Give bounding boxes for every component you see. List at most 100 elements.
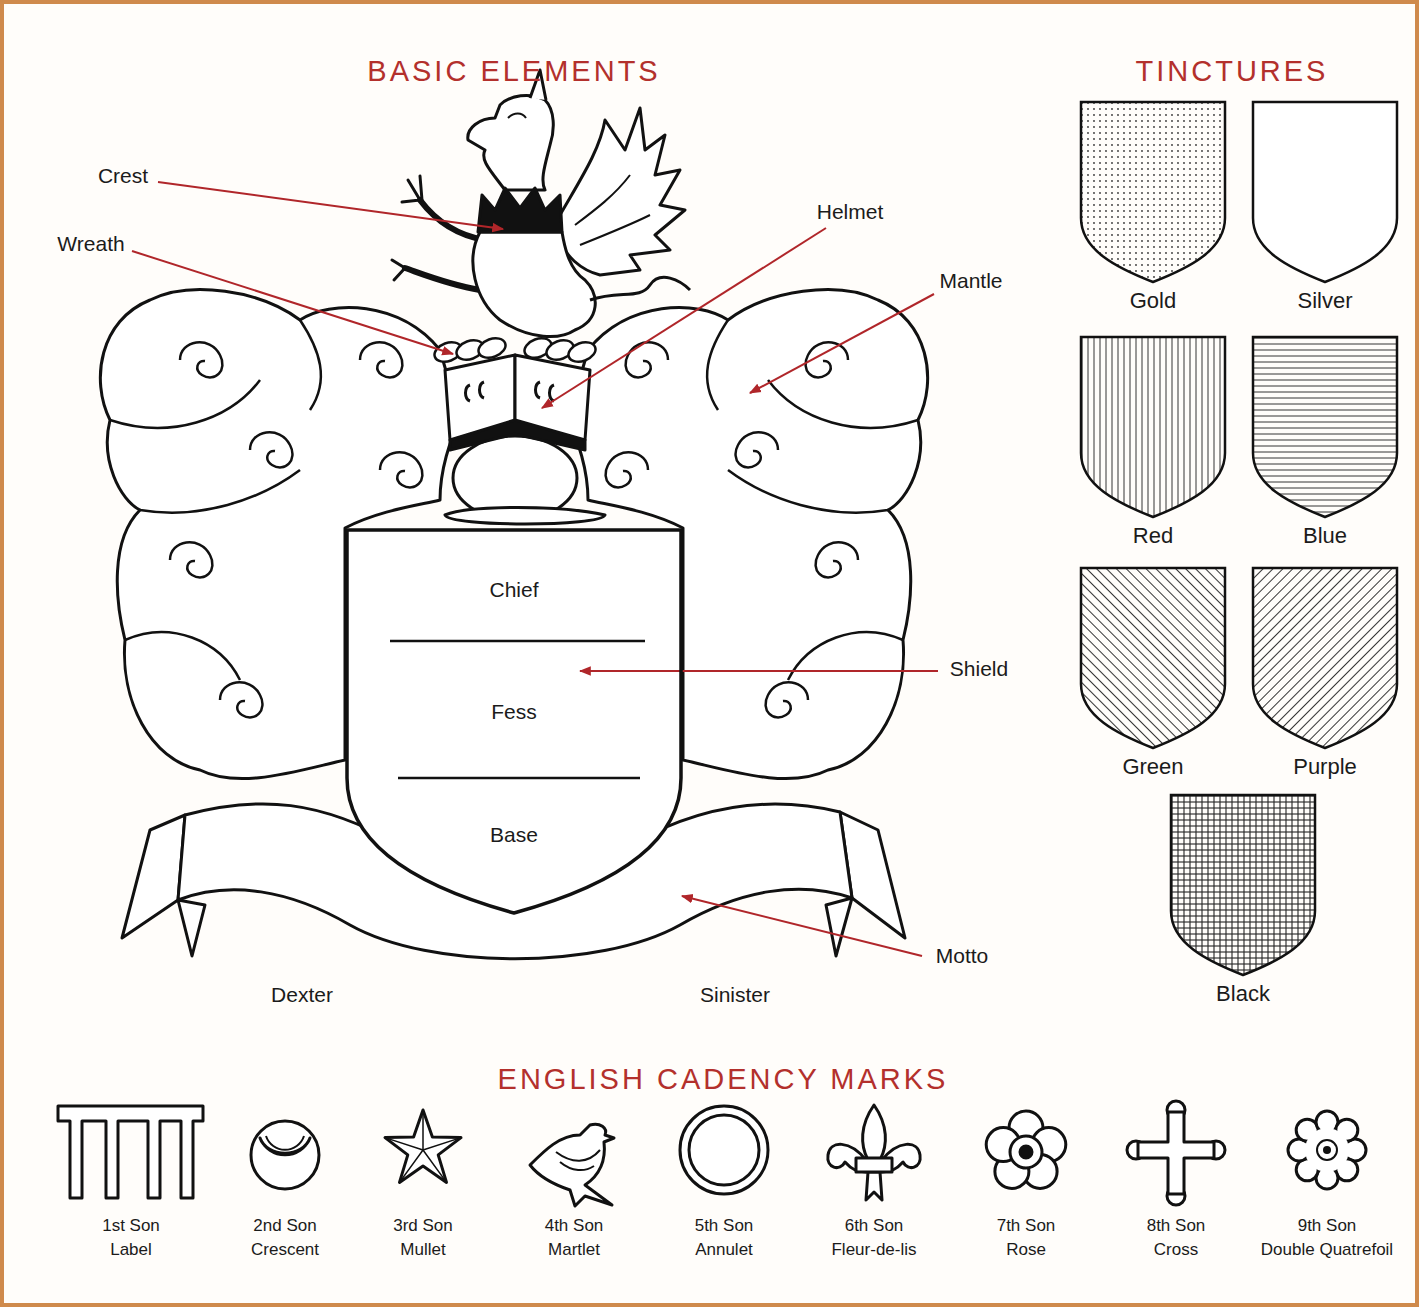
cadency-son: 7th Son <box>997 1216 1056 1236</box>
cadency-name: Rose <box>1006 1240 1046 1260</box>
griffin-crest <box>473 232 595 337</box>
tincture-name: Gold <box>1074 288 1232 313</box>
cadency-son: 3rd Son <box>393 1216 453 1236</box>
leader-line <box>682 896 922 956</box>
shield-zone-label: Fess <box>345 700 683 724</box>
mantle <box>300 320 321 410</box>
mantle <box>110 380 260 428</box>
tincture-name: Silver <box>1246 288 1404 313</box>
cadency-symbol <box>385 1110 461 1182</box>
shield-zone-label: Chief <box>345 578 683 602</box>
leader-line <box>132 251 453 354</box>
griffin-crest <box>478 188 562 232</box>
griffin-crest <box>590 277 690 300</box>
cadency-symbol <box>689 1115 759 1185</box>
leader-line <box>132 182 938 956</box>
griffin-crest <box>405 268 480 290</box>
cadency-symbol <box>856 1158 892 1172</box>
tincture-outline <box>1164 793 1322 979</box>
tincture-outline <box>1253 102 1397 282</box>
tincture-outline <box>1081 102 1225 282</box>
motto-ribbon <box>178 900 205 956</box>
section-heading: TINCTURES <box>1136 55 1329 88</box>
griffin-crest <box>402 176 422 202</box>
helmet <box>445 355 605 524</box>
tincture-shield: Gold <box>1074 100 1232 314</box>
helmet <box>445 508 605 525</box>
griffin-crest <box>392 70 690 337</box>
callout-label: Helmet <box>817 200 884 224</box>
side-label: Dexter <box>271 983 333 1007</box>
cadency-symbol <box>1020 1146 1032 1158</box>
cadency-name: Mullet <box>400 1240 445 1260</box>
cadency-symbol <box>530 1124 614 1206</box>
wreath <box>432 335 598 365</box>
cadency-son: 8th Son <box>1147 1216 1206 1236</box>
tincture-outline <box>1253 568 1397 748</box>
griffin-crest <box>508 114 526 119</box>
mantle <box>170 542 212 577</box>
cadency-symbol <box>58 1106 203 1198</box>
mantle <box>816 542 858 577</box>
leader-line <box>158 182 503 229</box>
tincture-shield: Silver <box>1246 100 1404 314</box>
tincture-name: Green <box>1074 754 1232 779</box>
mantle <box>707 320 728 410</box>
side-label: Sinister <box>700 983 770 1007</box>
mantle <box>768 380 918 428</box>
cadency-name: Annulet <box>695 1240 753 1260</box>
mantle <box>788 632 903 680</box>
griffin-crest <box>560 108 685 275</box>
cadency-symbol <box>1317 1140 1337 1160</box>
shield: ChiefFessBase <box>345 528 683 915</box>
tincture-name: Blue <box>1246 523 1404 548</box>
callout-label: Crest <box>98 164 148 188</box>
mantle <box>606 452 648 487</box>
cadency-name: Martlet <box>548 1240 600 1260</box>
tincture-outline <box>1246 100 1404 286</box>
tincture-shield: Red <box>1074 335 1232 549</box>
cadency-son: 6th Son <box>845 1216 904 1236</box>
leader-line <box>750 294 934 393</box>
cadency-symbol <box>1305 1128 1349 1172</box>
cadency-name: Cross <box>1154 1240 1198 1260</box>
tincture-outline <box>1246 335 1404 521</box>
helmet <box>450 420 585 450</box>
cadency-symbol <box>385 1110 461 1182</box>
tincture-outline <box>1253 337 1397 517</box>
shield-zone-label: Base <box>345 823 683 847</box>
tincture-outline <box>1171 795 1315 975</box>
section-heading: ENGLISH CADENCY MARKS <box>498 1063 949 1096</box>
tincture-name: Red <box>1074 523 1232 548</box>
tincture-shield: Black <box>1164 793 1322 1007</box>
mantle <box>250 432 292 467</box>
tincture-shield: Purple <box>1246 566 1404 780</box>
mantle <box>140 470 300 513</box>
leader-line <box>542 228 826 408</box>
mantle <box>626 342 668 377</box>
tincture-outline <box>1074 100 1232 286</box>
tincture-name: Purple <box>1246 754 1404 779</box>
mantle <box>180 342 222 377</box>
shield-division-line <box>398 777 640 780</box>
cadency-symbol <box>251 1121 319 1189</box>
cadency-son: 4th Son <box>545 1216 604 1236</box>
wreath <box>476 335 508 361</box>
griffin-crest <box>468 95 553 190</box>
shield-division-line <box>390 640 645 643</box>
tincture-outline <box>1074 335 1232 521</box>
section-heading: BASIC ELEMENTS <box>367 55 660 88</box>
mantle <box>220 682 262 717</box>
cadency-name: Label <box>110 1240 152 1260</box>
cadency-name: Fleur-de-lis <box>831 1240 916 1260</box>
callout-label: Mantle <box>939 269 1002 293</box>
cadency-symbol <box>1138 1112 1214 1194</box>
cadency-son: 2nd Son <box>253 1216 316 1236</box>
tincture-outline <box>1081 568 1225 748</box>
cadency-symbol <box>1323 1146 1331 1154</box>
tincture-name: Black <box>1164 981 1322 1006</box>
cadency-symbol <box>556 1150 600 1170</box>
motto-ribbon <box>122 815 185 938</box>
mantle <box>766 682 808 717</box>
tincture-shield: Green <box>1074 566 1232 780</box>
